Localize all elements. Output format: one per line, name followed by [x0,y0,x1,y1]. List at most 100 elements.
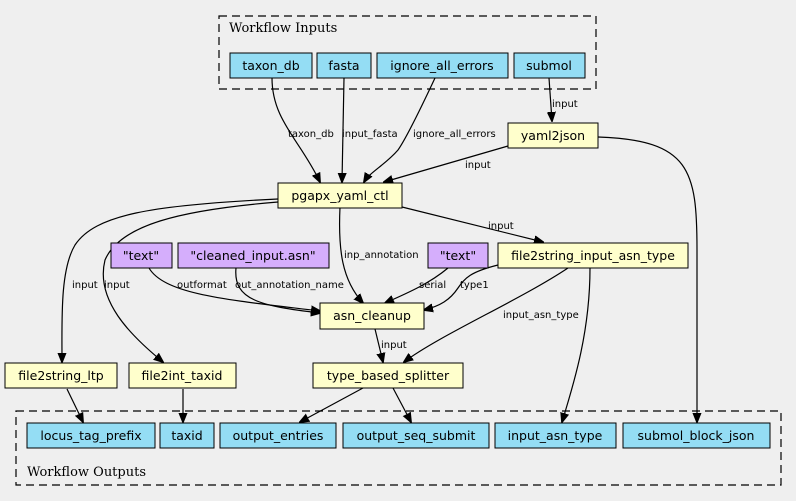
input-node-submol-box [513,52,586,79]
edge-fasta [342,77,344,182]
literal-node-text-serial-box [427,242,489,269]
literal-node-cleaned-input-box [177,242,330,269]
edge-text1-outformat [148,267,320,311]
workflow-inputs-cluster: Workflow Inputs [218,15,597,90]
literal-node-text-outformat-box [110,242,173,269]
output-node-input-asn-type-label: input_asn_type [508,428,603,443]
edge-taxon-db [271,77,320,182]
edge-splitter-output-seq-submit [392,387,411,422]
output-node-input-asn-type[interactable]: input_asn_type [494,422,617,449]
step-node-type-based-splitter[interactable]: type_based_splitter [312,362,464,389]
edge-label-taxon-db: taxon_db [288,129,334,140]
edge-label-input-asn-type: input_asn_type [503,310,579,321]
workflow-outputs-label: Workflow Outputs [27,465,146,480]
literal-node-text-serial-label: "text" [440,248,476,263]
edge-label-serial: serial [419,280,446,291]
input-node-fasta-box [316,52,372,79]
step-node-yaml2json-box [507,122,599,149]
step-node-type-based-splitter-box [312,362,464,389]
edge-splitter-output-entries [300,387,364,422]
output-node-input-asn-type-box [494,422,617,449]
step-node-file2int-taxid-box [128,362,237,389]
output-node-output-entries-label: output_entries [233,428,324,443]
input-node-submol-label: submol [526,58,572,73]
edge-file2string-splitter [404,267,569,362]
step-node-file2string-input-asn-type[interactable]: file2string_input_asn_type [497,242,689,269]
literal-node-text-outformat[interactable]: "text" [110,242,173,269]
edge-label-yaml-input: input [465,160,491,171]
output-node-locus-tag-prefix-box [26,422,156,449]
step-node-file2string-input-asn-type-label: file2string_input_asn_type [511,248,675,263]
step-node-file2string-input-asn-type-box [497,242,689,269]
input-node-submol[interactable]: submol [513,52,586,79]
output-node-submol-block-json-box [622,422,771,449]
output-node-locus-tag-prefix-label: locus_tag_prefix [40,428,141,443]
step-node-pgapx-yaml-ctl-label: pgapx_yaml_ctl [291,188,388,203]
edges: taxon_db input_fasta ignore_all_errors i… [62,77,697,422]
workflow-inputs-label: Workflow Inputs [229,21,337,36]
edge-label-ignore-all-errors: ignore_all_errors [413,129,496,140]
edge-label-inp-annotation: inp_annotation [344,250,419,261]
edge-yaml2json-ctl [384,145,509,182]
input-node-ignore-all-errors-label: ignore_all_errors [390,58,493,73]
edge-label-out-annotation-name: out_annotation_name [235,280,344,291]
step-node-file2string-ltp-label: file2string_ltp [18,368,103,383]
input-node-taxon-db-box [229,52,313,79]
output-node-locus-tag-prefix[interactable]: locus_tag_prefix [26,422,156,449]
edge-file2string-type1 [424,264,499,310]
input-node-fasta-label: fasta [328,58,359,73]
edge-ltp-locus-tag [66,388,83,422]
step-node-asn-cleanup[interactable]: asn_cleanup [319,302,425,330]
workflow-outputs-cluster: Workflow Outputs [15,410,782,486]
step-node-asn-cleanup-label: asn_cleanup [333,308,411,323]
edge-label-outformat: outformat [177,280,227,291]
edge-ctl-file2string [401,206,543,242]
output-node-taxid-box [159,422,215,449]
step-node-file2int-taxid-label: file2int_taxid [142,368,223,383]
edge-label-taxid-input: input [104,280,130,291]
edge-ctl-file2int-taxid [102,201,279,362]
literal-node-text-serial[interactable]: "text" [427,242,489,269]
literal-node-cleaned-input[interactable]: "cleaned_input.asn" [177,242,330,269]
literal-node-text-outformat-label: "text" [123,248,159,263]
step-node-pgapx-yaml-ctl[interactable]: pgapx_yaml_ctl [277,182,403,209]
edge-cleaned-input-out-annotation [235,267,320,313]
edge-text2-serial [385,267,449,303]
step-node-type-based-splitter-label: type_based_splitter [327,368,450,383]
output-node-output-entries[interactable]: output_entries [219,422,337,449]
edge-file2string-input-asn-type [562,267,591,422]
input-node-fasta[interactable]: fasta [316,52,372,79]
literal-node-cleaned-input-label: "cleaned_input.asn" [190,248,315,263]
output-node-output-seq-submit-label: output_seq_submit [357,428,476,443]
output-node-output-seq-submit-box [342,422,490,449]
output-node-taxid[interactable]: taxid [159,422,215,449]
output-node-taxid-label: taxid [171,428,202,443]
edge-label-input-fasta: input_fasta [342,129,398,140]
step-node-file2string-ltp-box [4,362,118,389]
edge-label-splitter-input: input [381,340,407,351]
edge-label-submol-input: input [552,99,578,110]
edge-submol [549,77,552,121]
step-node-yaml2json-label: yaml2json [521,128,585,143]
output-node-output-entries-box [219,422,337,449]
input-node-taxon-db[interactable]: taxon_db [229,52,313,79]
output-node-submol-block-json-label: submol_block_json [638,428,755,443]
edge-label-type1: type1 [460,280,489,291]
edge-asn-cleanup-splitter [374,328,383,362]
nodes: taxon_db fasta ignore_all_errors submol … [4,52,771,449]
input-node-ignore-all-errors-box [376,52,509,79]
edge-label-ctl-input: input [488,221,514,232]
step-node-file2int-taxid[interactable]: file2int_taxid [128,362,237,389]
step-node-pgapx-yaml-ctl-box [277,182,403,209]
step-node-yaml2json[interactable]: yaml2json [507,122,599,149]
edge-yaml2json-submol-block [597,136,697,422]
output-node-output-seq-submit[interactable]: output_seq_submit [342,422,490,449]
output-node-submol-block-json[interactable]: submol_block_json [622,422,771,449]
input-node-taxon-db-label: taxon_db [242,58,299,73]
edge-ctl-file2string-ltp [62,198,279,362]
edge-label-ltp-input: input [72,280,98,291]
edge-ignore-all-errors [364,77,436,182]
input-node-ignore-all-errors[interactable]: ignore_all_errors [376,52,509,79]
step-node-file2string-ltp[interactable]: file2string_ltp [4,362,118,389]
